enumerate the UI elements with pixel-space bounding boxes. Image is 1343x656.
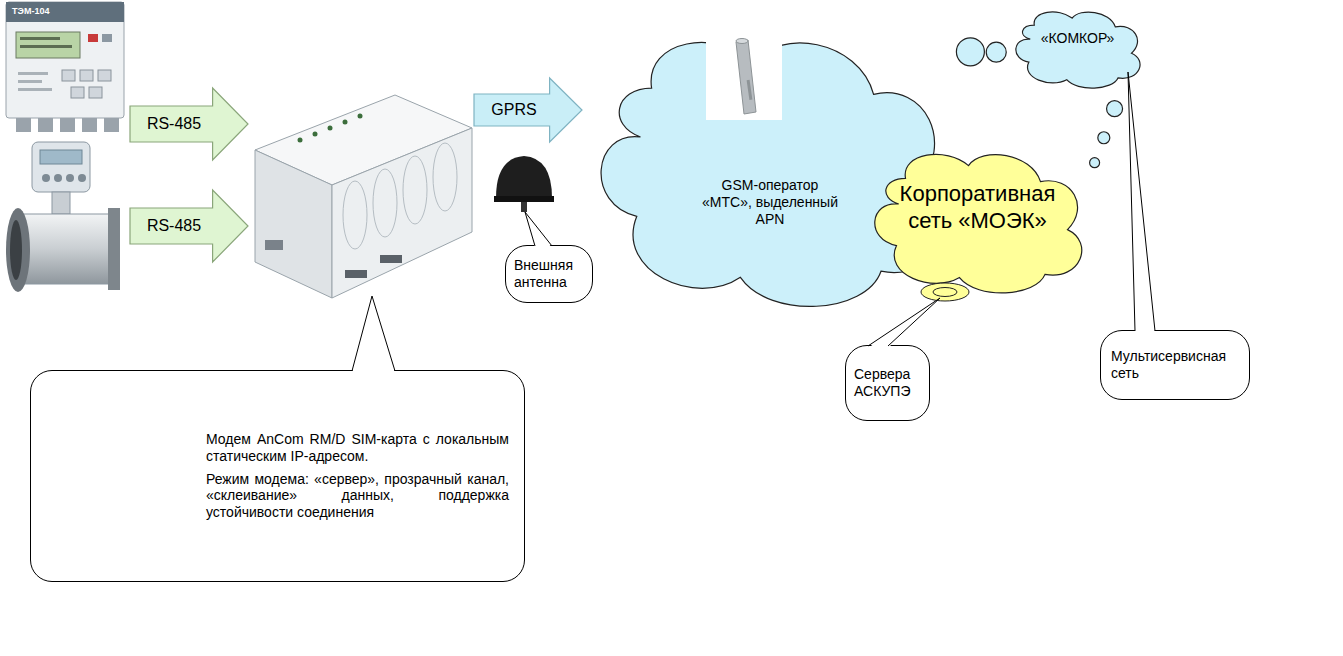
cloud-shape (601, 43, 941, 307)
modem-illustration (255, 95, 472, 298)
callout-box: Сервера АСКУПЭ (845, 345, 930, 421)
node-text: Сервера АСКУПЭ (854, 366, 921, 400)
text-area: Внешняя антенна (514, 252, 584, 296)
bubble-connector (956, 38, 1006, 66)
callout-tail-outline (1128, 72, 1155, 331)
node-text: Корпоративная сеть «МОЭК» (885, 181, 1070, 234)
callout-tail (868, 298, 940, 348)
node-text: Модем AnCom RM/D SIM-карта с локальным с… (206, 431, 509, 465)
connector-bubble (1098, 132, 1110, 144)
device-label: ТЭМ-104 (12, 6, 49, 17)
text-area: RS-485 (136, 88, 212, 160)
gsm-antenna-illustration (706, 24, 782, 120)
connector-bubble (1090, 158, 1100, 168)
text-area: Корпоративная сеть «МОЭК» (885, 160, 1070, 255)
node-text: GPRS (480, 100, 548, 119)
interface-arrow: RS-485 (130, 88, 248, 160)
callout-tail (352, 296, 395, 373)
cloud-shape (875, 154, 1082, 292)
text-area: «КОМКОР» (1025, 14, 1130, 62)
gprs-arrow: GPRS (474, 78, 582, 142)
callout-box: Модем AnCom RM/D SIM-карта с локальным с… (30, 370, 525, 582)
node-text: GSM-оператор «МТС», выделенный APN (695, 177, 845, 227)
node-text: Внешняя антенна (514, 257, 584, 291)
node-text: Мультисервисная сеть (1111, 348, 1239, 382)
arrow-shape (474, 78, 582, 142)
network-cloud: GSM-оператор «МТС», выделенный APN (585, 15, 955, 320)
text-area: Мультисервисная сеть (1111, 341, 1239, 389)
bubble-connector (1090, 101, 1123, 168)
callout-tail-outline (352, 296, 395, 371)
node-text: Режим модема: «сервер», прозрачный канал… (206, 471, 509, 521)
cloud-outline (1010, 4, 1145, 92)
callout-tails (352, 72, 1155, 373)
text-area: Модем AnCom RM/D SIM-карта с локальным с… (206, 381, 509, 571)
node-text: «КОМКОР» (1025, 30, 1130, 47)
network-cloud: «КОМКОР» (1010, 4, 1145, 92)
callout-tail (1128, 72, 1155, 333)
flow-meter-illustration (6, 142, 120, 292)
callout-tail-outline (868, 298, 940, 346)
arrow-shape (130, 190, 248, 262)
server-symbol (921, 283, 969, 301)
callout-tail-outline (525, 212, 552, 246)
connector-bubble (1107, 101, 1123, 117)
cloud-shape (1016, 12, 1140, 88)
connector-bubble (956, 38, 984, 66)
interface-arrow: RS-485 (130, 190, 248, 262)
heat-meter-illustration (6, 2, 124, 132)
external-antenna-illustration (494, 156, 554, 212)
connector-bubble (986, 42, 1006, 62)
text-area: GSM-оператор «МТС», выделенный APN (695, 155, 845, 250)
text-area: Сервера АСКУПЭ (854, 354, 921, 412)
node-text: RS-485 (136, 114, 212, 133)
callout-box: Мультисервисная сеть (1100, 330, 1250, 400)
arrow-shape (130, 88, 248, 160)
node-text: RS-485 (136, 216, 212, 235)
network-cloud: Корпоративная сеть «МОЭК» (865, 140, 1090, 300)
callout-tail (525, 212, 552, 248)
text-area: GPRS (480, 78, 548, 142)
cloud-outline (585, 15, 955, 320)
text-area: RS-485 (136, 190, 212, 262)
callout-box: Внешняя антенна (505, 245, 593, 303)
